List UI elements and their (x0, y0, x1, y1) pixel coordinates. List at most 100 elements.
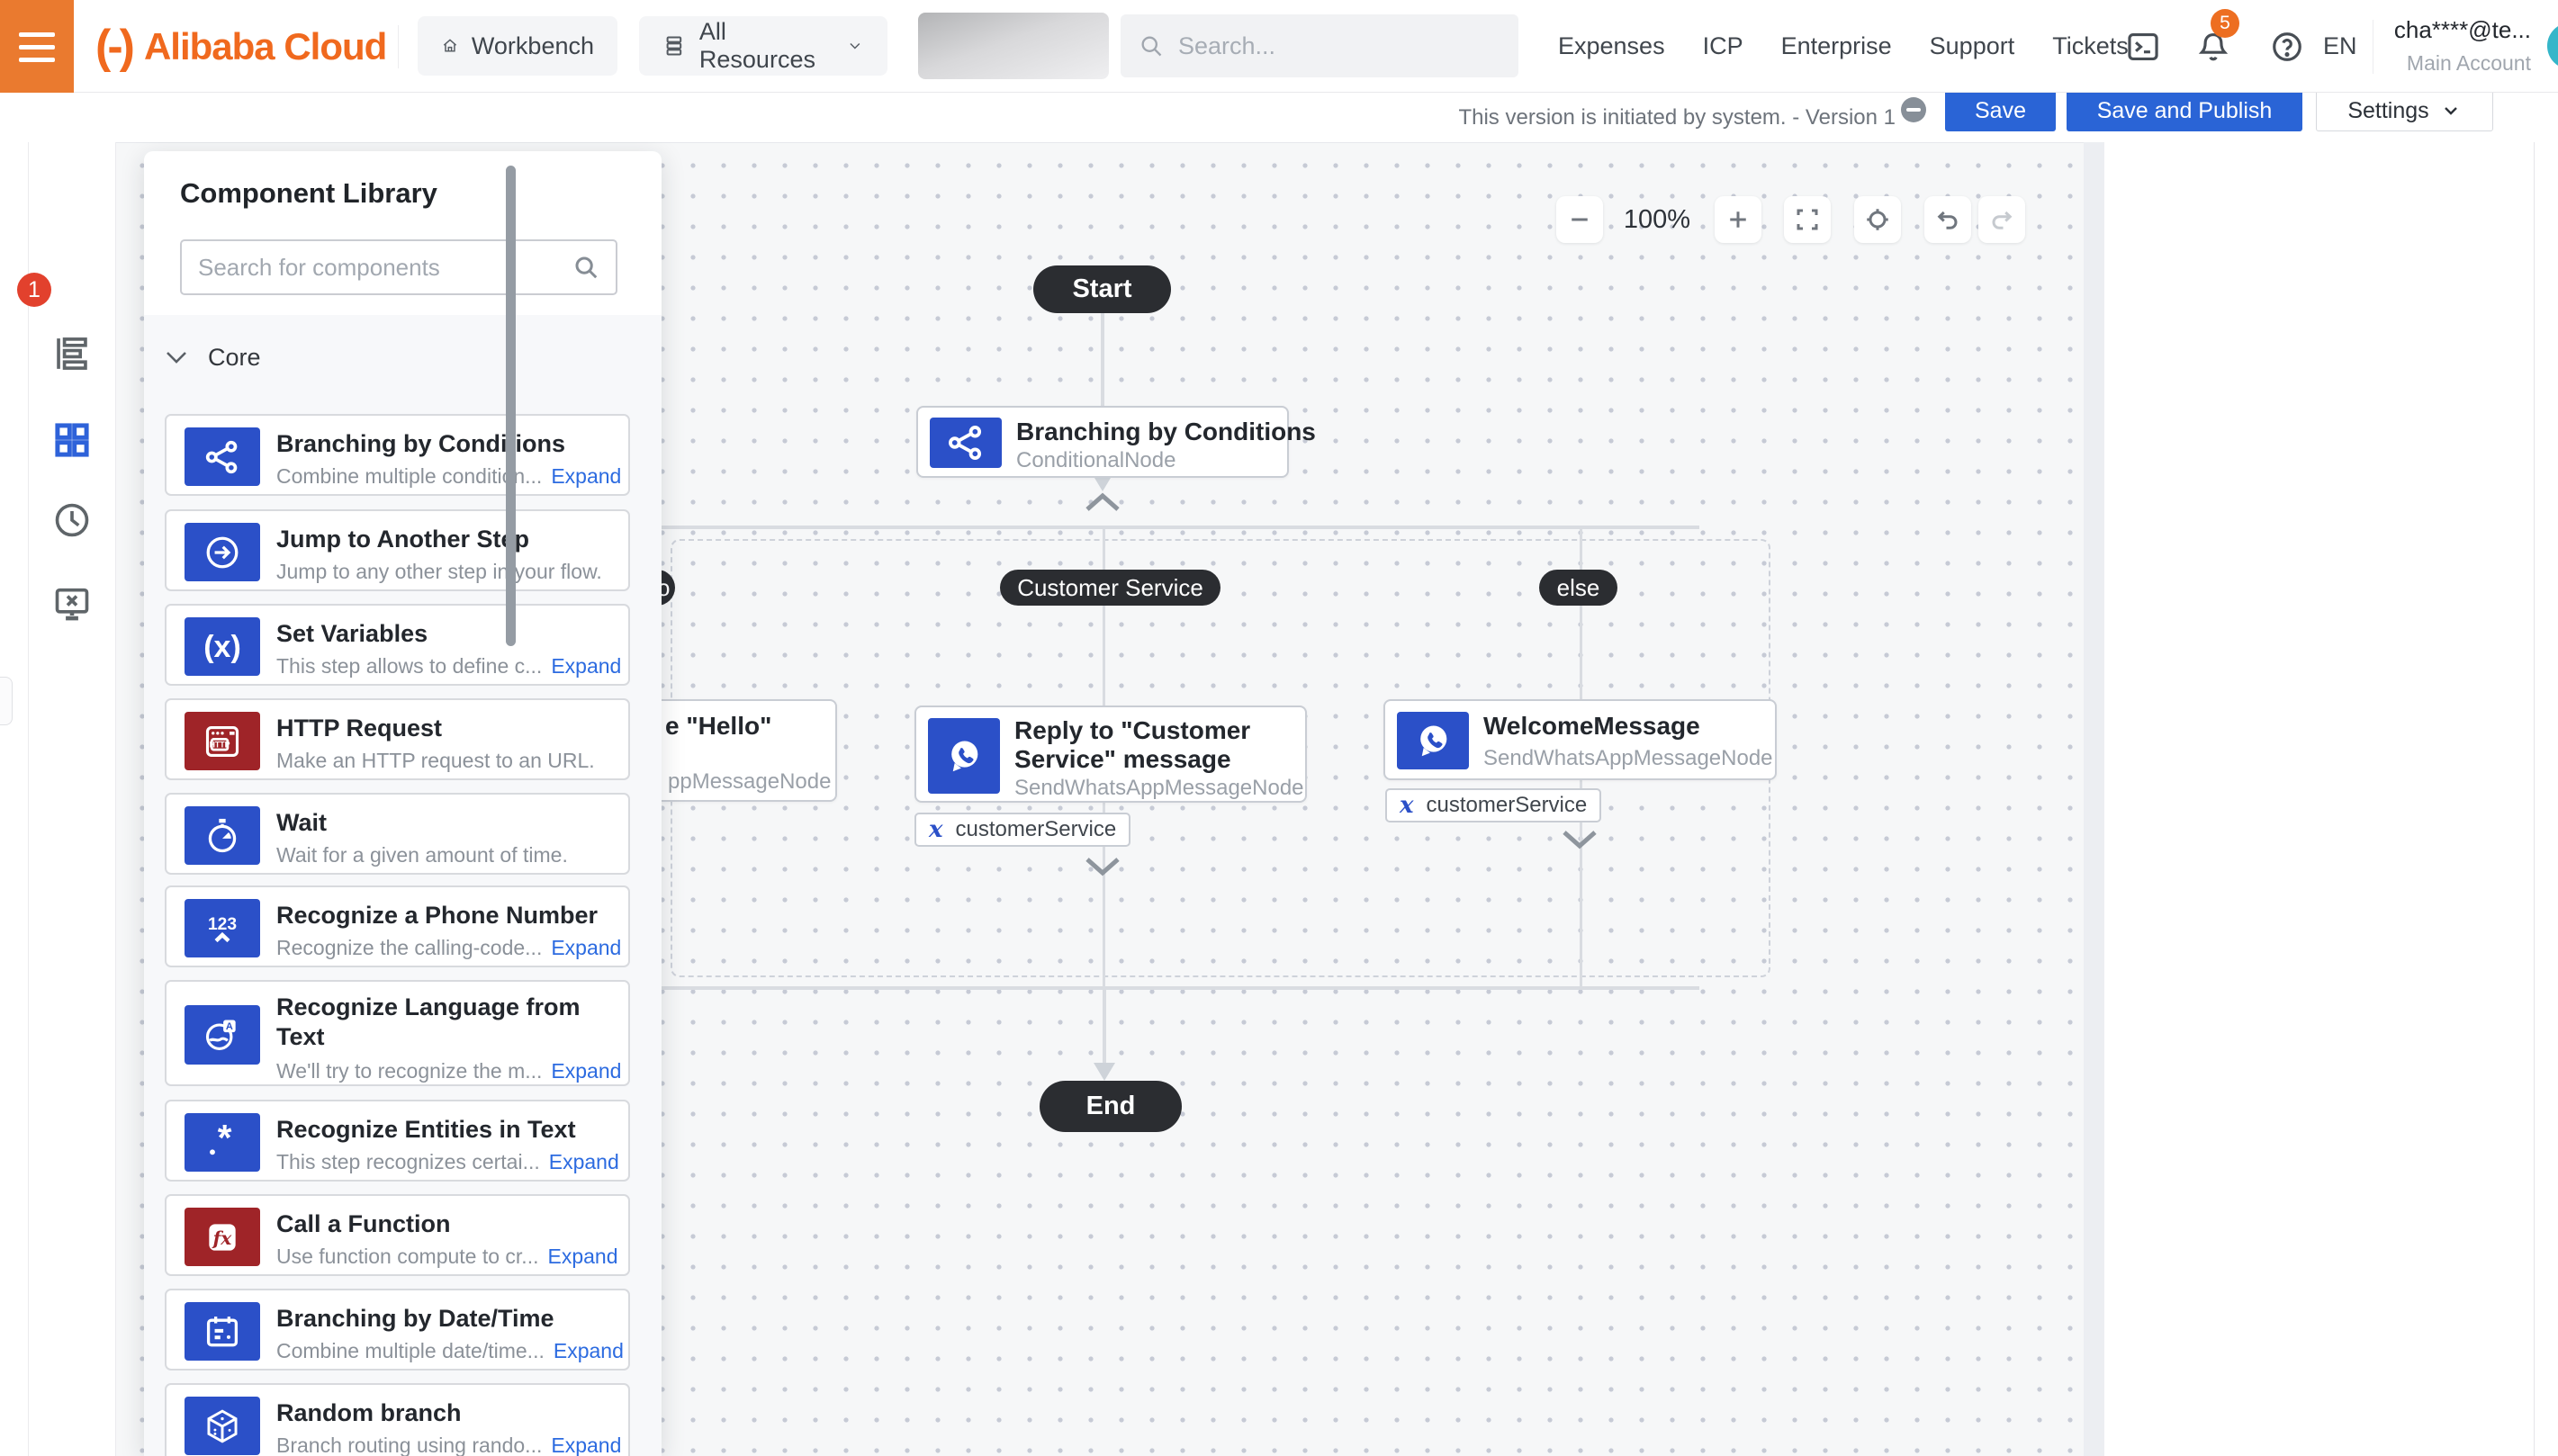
alibaba-cloud-logo[interactable]: (-) Alibaba Cloud (95, 0, 387, 93)
chevron-down-icon (167, 352, 186, 364)
edge-customer-column (1103, 606, 1105, 706)
variable-x-icon: x (1400, 792, 1414, 819)
brand-name: Alibaba Cloud (143, 24, 387, 67)
help-icon[interactable] (2270, 30, 2304, 64)
history-clock-icon[interactable] (51, 499, 93, 541)
notifications-bell-icon[interactable] (2196, 30, 2230, 64)
expand-link[interactable]: Expand (551, 464, 622, 488)
component-library-grid-icon[interactable] (51, 419, 93, 461)
zoom-level: 100% (1623, 204, 1691, 234)
variable-tag-customer-service[interactable]: x customerService (914, 813, 1131, 847)
component-search[interactable] (180, 239, 617, 295)
expand-link[interactable]: Expand (551, 1059, 622, 1083)
all-resources-button[interactable]: All Resources (639, 16, 887, 76)
dice-icon (185, 1397, 260, 1455)
center-target-icon[interactable] (1854, 196, 1901, 243)
whatsapp-icon (928, 718, 1000, 794)
expand-link[interactable]: Expand (551, 936, 622, 959)
save-button[interactable]: Save (1945, 90, 2056, 131)
node-subtitle-fragment: ppMessageNode (668, 769, 832, 794)
workbench-button[interactable]: Workbench (418, 16, 617, 76)
version-info-icon[interactable] (1901, 97, 1926, 122)
branching-by-conditions-node[interactable]: Branching by Conditions ConditionalNode (916, 406, 1316, 478)
redo-button[interactable] (1978, 196, 2025, 243)
jump-icon (185, 523, 260, 581)
avatar[interactable] (2547, 22, 2558, 69)
component-title: Branching by Date/Time (276, 1305, 554, 1332)
reply-customer-service-node[interactable]: Reply to "Customer Service" message Send… (914, 706, 1307, 803)
nav-link-enterprise[interactable]: Enterprise (1780, 32, 1892, 59)
component-title: Recognize a Phone Number (276, 902, 599, 929)
expand-link[interactable]: Expand (551, 1434, 622, 1456)
home-icon (443, 39, 457, 52)
settings-label: Settings (2347, 97, 2429, 123)
zoom-out-button[interactable] (1556, 196, 1603, 243)
component-description: Jump to any other step in your flow. (276, 560, 602, 583)
global-search[interactable] (1121, 14, 1518, 77)
branch-icon (185, 427, 260, 486)
section-label: Core (208, 343, 261, 371)
start-node[interactable]: Start (1033, 265, 1171, 313)
library-scrollbar-thumb[interactable] (506, 166, 516, 646)
branch-label-else[interactable]: else (1539, 570, 1617, 606)
zoom-in-button[interactable] (1715, 196, 1761, 243)
node-subtitle: ConditionalNode (1016, 448, 1176, 472)
hamburger-menu-button[interactable] (0, 0, 74, 93)
expand-link[interactable]: Expand (553, 1339, 624, 1362)
component-description: Wait for a given amount of time. (276, 843, 568, 867)
svg-text:fx: fx (212, 1227, 233, 1249)
nav-link-tickets[interactable]: Tickets (2052, 32, 2129, 59)
panel-collapse-handle[interactable] (0, 677, 13, 725)
component-description: Combine multiple condition...Expand (276, 464, 622, 488)
chevron-down-icon (2444, 107, 2457, 115)
account-type: Main Account (2406, 51, 2531, 75)
variable-x-icon: x (929, 816, 943, 843)
fit-view-icon[interactable] (1784, 196, 1831, 243)
chevron-down-icon[interactable] (1082, 854, 1123, 879)
welcome-message-node[interactable]: WelcomeMessage SendWhatsAppMessageNode (1383, 699, 1777, 780)
component-description: Recognize the calling-code...Expand (276, 936, 622, 959)
collapse-branches-chevron[interactable] (1082, 490, 1123, 515)
end-node[interactable]: End (1040, 1081, 1182, 1132)
header-divider (398, 25, 399, 68)
node-title-line2: Service" message (1014, 745, 1231, 773)
undo-button[interactable] (1924, 196, 1971, 243)
section-core[interactable]: Core (144, 339, 261, 375)
debug-monitor-icon[interactable] (51, 583, 93, 625)
whatsapp-icon (1397, 712, 1469, 769)
settings-button[interactable]: Settings (2316, 90, 2493, 131)
cloud-shell-icon[interactable] (2126, 30, 2160, 64)
expand-link[interactable]: Expand (548, 1150, 619, 1173)
language-selector[interactable]: EN (2323, 32, 2357, 59)
nav-link-icp[interactable]: ICP (1702, 32, 1743, 59)
resources-icon (666, 36, 682, 56)
flow-outline-icon[interactable] (51, 333, 93, 374)
component-search-input[interactable] (198, 253, 572, 282)
nav-link-support[interactable]: Support (1929, 32, 2015, 59)
global-search-input[interactable] (1178, 31, 1475, 60)
expand-link[interactable]: Expand (547, 1245, 618, 1268)
component-title: Set Variables (276, 620, 428, 647)
branch-label-customer-service[interactable]: Customer Service (1000, 570, 1220, 606)
version-message: This version is initiated by system. - V… (1458, 105, 1896, 130)
component-description: Combine multiple date/time...Expand (276, 1339, 624, 1362)
datetime-icon (185, 1302, 260, 1361)
chevron-down-icon[interactable] (1559, 827, 1600, 852)
save-and-publish-button[interactable]: Save and Publish (2067, 90, 2302, 131)
top-navigation-bar: (-) Alibaba Cloud Workbench All Resource… (0, 0, 2558, 93)
account-menu[interactable]: cha****@te... Main Account (2378, 16, 2531, 76)
nav-link-expenses[interactable]: Expenses (1558, 32, 1665, 59)
variable-tag-customer-service[interactable]: x customerService (1385, 788, 1602, 822)
expand-link[interactable]: Expand (551, 654, 622, 678)
